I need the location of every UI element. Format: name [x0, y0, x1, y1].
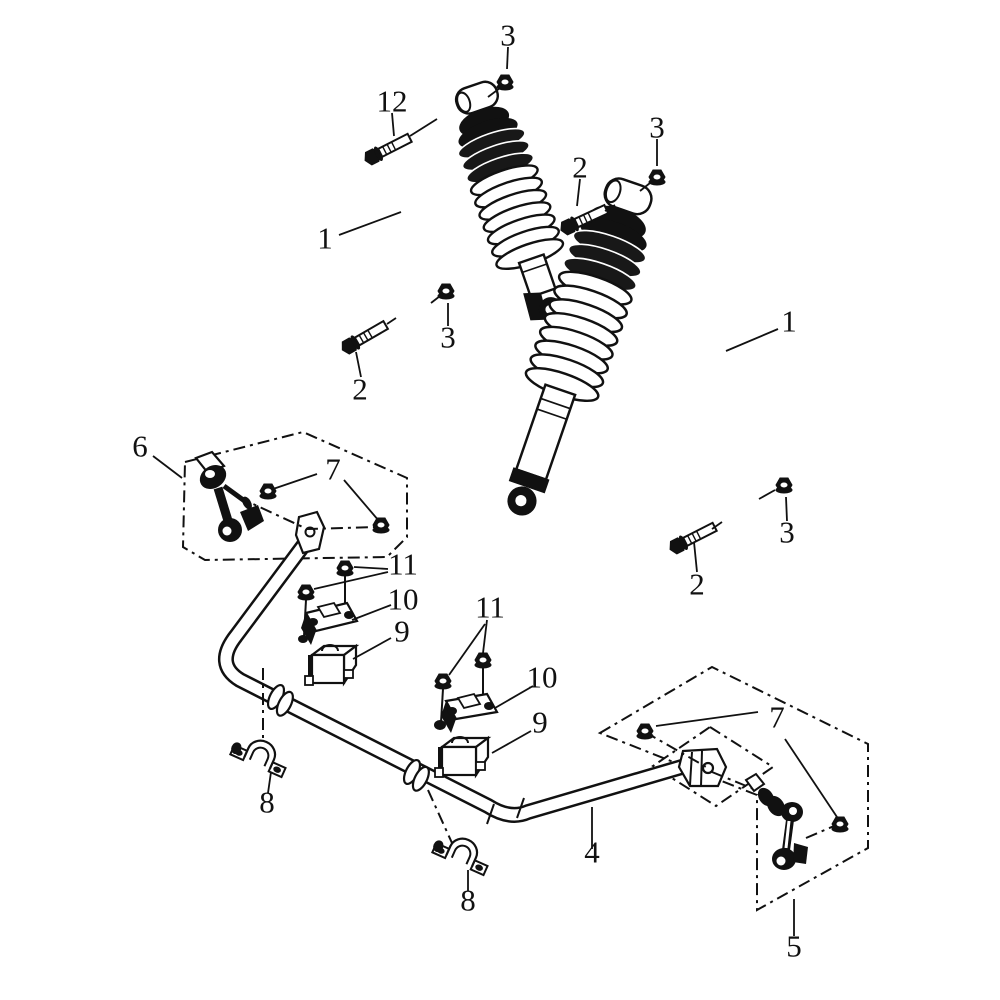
callout-10-left: 10	[387, 581, 419, 617]
nut-3-lower-right	[775, 477, 793, 494]
callout-8-right-clamp: 8	[460, 882, 476, 918]
phantom-axis-lines	[237, 496, 835, 844]
clamp-8-right	[429, 826, 496, 877]
bracket-10-left	[301, 601, 359, 645]
stud-washer	[434, 720, 446, 730]
callout-6-left-link: 6	[132, 428, 148, 464]
nut-11-left-a	[336, 560, 354, 577]
nut-7-right-b	[831, 816, 849, 833]
nut-11-left-b	[297, 584, 315, 601]
callout-7-right-nuts: 7	[769, 699, 785, 735]
nut-3-upper-right	[648, 169, 666, 186]
bracket-10-right	[441, 692, 499, 733]
callout-2-upper-right: 2	[572, 149, 588, 185]
fastener-axis-lines	[386, 87, 776, 530]
stabilizer-bar	[218, 510, 728, 825]
callout-5-right-link: 5	[786, 928, 802, 964]
nut-11-right-b	[434, 673, 452, 690]
nut-7-left-b	[372, 517, 390, 534]
callout-11-right: 11	[475, 589, 505, 625]
callout-11-left: 11	[388, 546, 418, 582]
callout-8-left-clamp: 8	[259, 784, 275, 820]
callout-3-upper-right: 3	[649, 109, 665, 145]
bar-left-arm-tab	[294, 510, 326, 555]
bar-right-end-tab	[677, 747, 728, 788]
nut-7-left-a	[259, 483, 277, 500]
callout-1-right-shock: 1	[781, 303, 797, 339]
callout-7-left-nuts: 7	[325, 451, 341, 487]
callout-2-lower-left: 2	[352, 371, 368, 407]
callout-2-lower-right: 2	[689, 566, 705, 602]
nut-11-right-a	[474, 652, 492, 669]
callout-9-right: 9	[532, 704, 548, 740]
bushing-9-left	[304, 643, 360, 687]
callout-3-lower-left: 3	[440, 319, 456, 355]
shock-absorber-right	[507, 177, 653, 516]
nut-3-lower-left	[437, 283, 455, 300]
phantom-diamond-bar-end	[651, 725, 775, 808]
callout-1-left-shock: 1	[317, 220, 333, 256]
shock-absorber-left	[454, 80, 565, 322]
nut-7-right-a	[636, 723, 654, 740]
bolt-12	[360, 129, 415, 169]
end-link-right	[744, 772, 808, 870]
stud-washer	[298, 635, 308, 643]
bushing-9-right	[434, 735, 492, 779]
callout-10-right: 10	[526, 659, 558, 695]
phantom-box-left-link	[181, 430, 408, 562]
end-link-left	[194, 450, 264, 542]
callout-3-upper-left: 3	[500, 17, 516, 53]
callout-12-bolt: 12	[376, 83, 408, 119]
bolt-2-left-lower	[337, 317, 391, 358]
callout-9-left: 9	[394, 613, 410, 649]
callout-4-bar: 4	[584, 834, 600, 870]
bolt-2-right-lower	[665, 518, 720, 558]
clamp-8-left	[227, 728, 294, 779]
callout-3-lower-right: 3	[779, 514, 795, 550]
phantom-box-right-link	[597, 665, 869, 912]
phantom-boundaries	[181, 430, 869, 912]
leader-lines	[152, 46, 838, 936]
